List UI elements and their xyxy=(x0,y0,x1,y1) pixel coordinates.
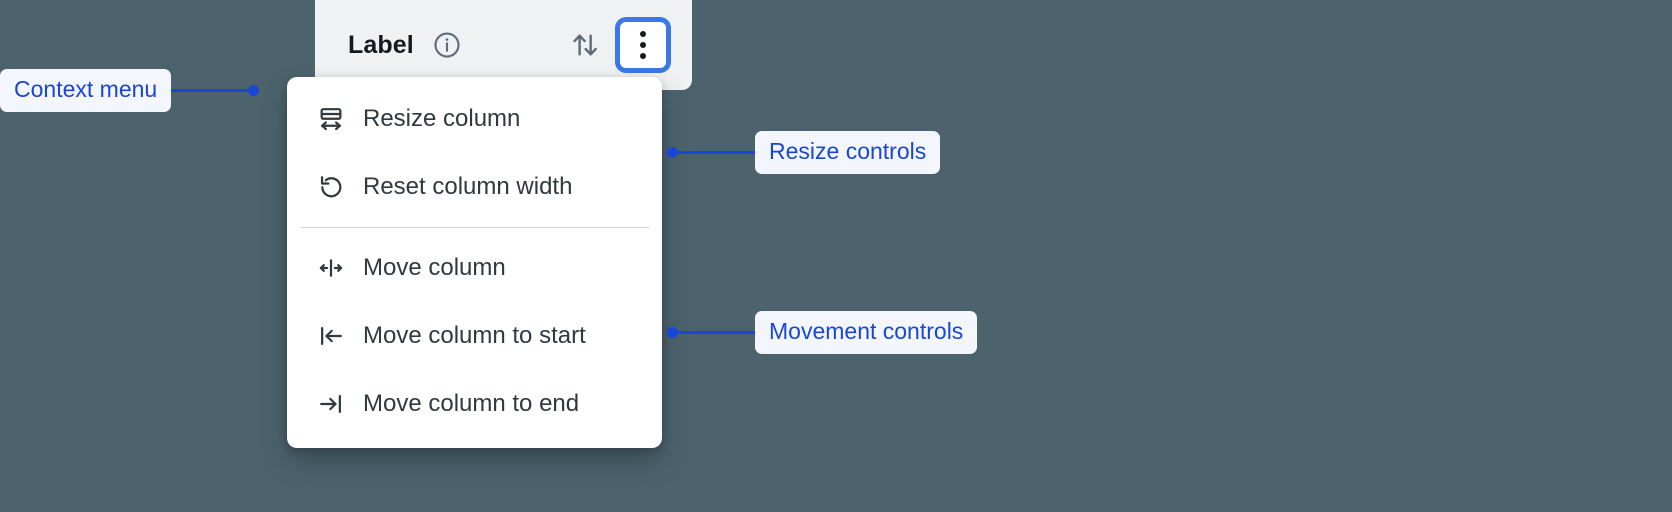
menu-item-label: Move column xyxy=(363,254,506,281)
resize-column-icon xyxy=(317,105,345,133)
annotation-target-dot xyxy=(248,85,260,96)
more-options-button[interactable] xyxy=(618,20,668,70)
annotation-leader-line xyxy=(678,151,755,154)
column-header-title: Label xyxy=(348,30,414,59)
more-vertical-dots-icon xyxy=(640,31,646,59)
menu-item-reset-column-width[interactable]: Reset column width xyxy=(287,153,662,221)
move-left-right-icon xyxy=(317,254,345,282)
menu-item-resize-column[interactable]: Resize column xyxy=(287,85,662,153)
menu-item-move-column-to-end[interactable]: Move column to end xyxy=(287,370,662,438)
reset-rotate-ccw-icon xyxy=(317,173,345,201)
menu-item-label: Reset column width xyxy=(363,173,573,200)
annotation-target-dot xyxy=(667,147,678,158)
menu-item-label: Resize column xyxy=(363,105,521,132)
sort-ascending-descending-icon[interactable] xyxy=(568,28,602,62)
menu-item-move-column[interactable]: Move column xyxy=(287,234,662,302)
move-to-start-icon xyxy=(317,322,345,350)
annotation-context-menu: Context menu xyxy=(0,69,260,112)
menu-item-label: Move column to start xyxy=(363,322,586,349)
menu-item-move-column-to-start[interactable]: Move column to start xyxy=(287,302,662,370)
menu-divider xyxy=(301,227,650,228)
annotation-label: Movement controls xyxy=(755,311,978,354)
annotation-target-dot xyxy=(667,327,678,338)
move-to-end-icon xyxy=(317,390,345,418)
menu-item-label: Move column to end xyxy=(363,390,580,417)
info-circle-icon[interactable] xyxy=(432,30,462,60)
annotation-label: Context menu xyxy=(0,69,172,112)
column-context-menu: Resize column Reset column width xyxy=(287,77,662,448)
annotation-resize-controls: Resize controls xyxy=(667,131,941,174)
annotation-leader-line xyxy=(171,89,249,92)
annotation-movement-controls: Movement controls xyxy=(667,311,978,354)
annotation-label: Resize controls xyxy=(755,131,941,174)
annotation-leader-line xyxy=(678,331,755,334)
column-header: Label xyxy=(315,0,692,90)
